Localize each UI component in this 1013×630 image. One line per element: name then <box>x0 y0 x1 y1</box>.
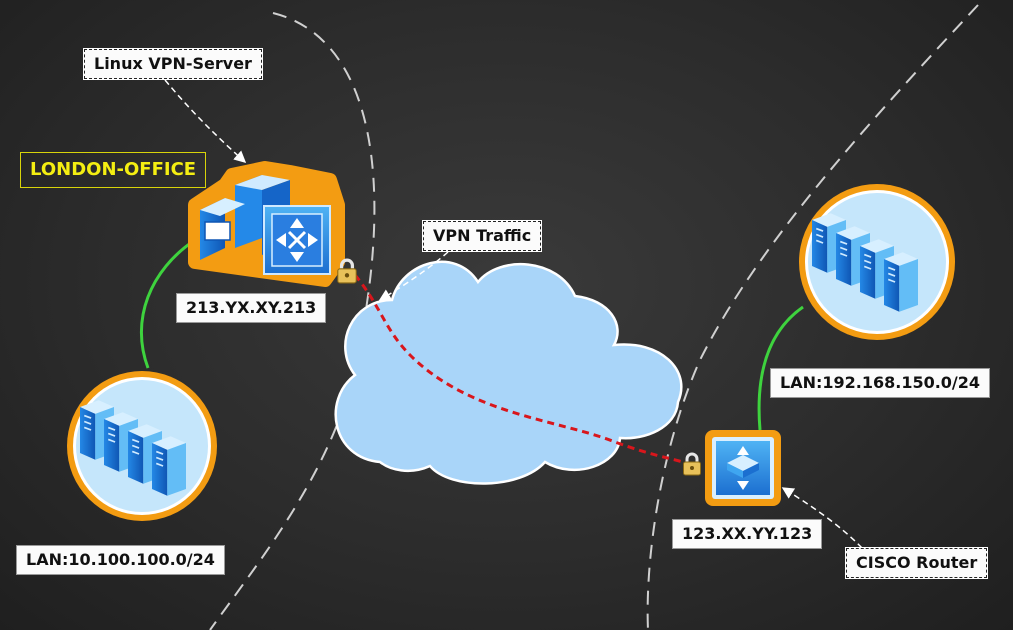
router-icon <box>705 430 781 506</box>
vpn-server-callout-arrow <box>164 79 247 164</box>
cisco-ip-label: 123.XX.YY.123 <box>672 519 823 549</box>
vpn-traffic-callout-arrow <box>378 251 449 301</box>
remote-lan-link <box>757 305 804 431</box>
london-lan-link <box>139 238 196 369</box>
vpn-server-icon <box>188 161 345 287</box>
vpn-server-callout-label: Linux VPN-Server <box>83 48 263 80</box>
office-label: LONDON-OFFICE <box>20 152 207 188</box>
london-ip-label: 213.YX.XY.213 <box>176 293 327 323</box>
cisco-lock-icon <box>682 452 702 476</box>
london-lan-server-rack-icon <box>67 371 217 521</box>
right-boundary-line <box>646 4 979 630</box>
london-lan-label: LAN:10.100.100.0/24 <box>16 545 225 575</box>
london-lock-icon <box>336 258 358 284</box>
remote-lan-label: LAN:192.168.150.0/24 <box>770 368 991 398</box>
vpn-tunnel <box>353 274 691 466</box>
remote-lan-server-rack-icon <box>799 184 955 340</box>
left-boundary-line <box>209 12 376 630</box>
vpn-traffic-callout-label: VPN Traffic <box>421 220 543 252</box>
internet-cloud-icon <box>334 260 683 485</box>
cisco-router-callout-label: CISCO Router <box>844 547 989 579</box>
